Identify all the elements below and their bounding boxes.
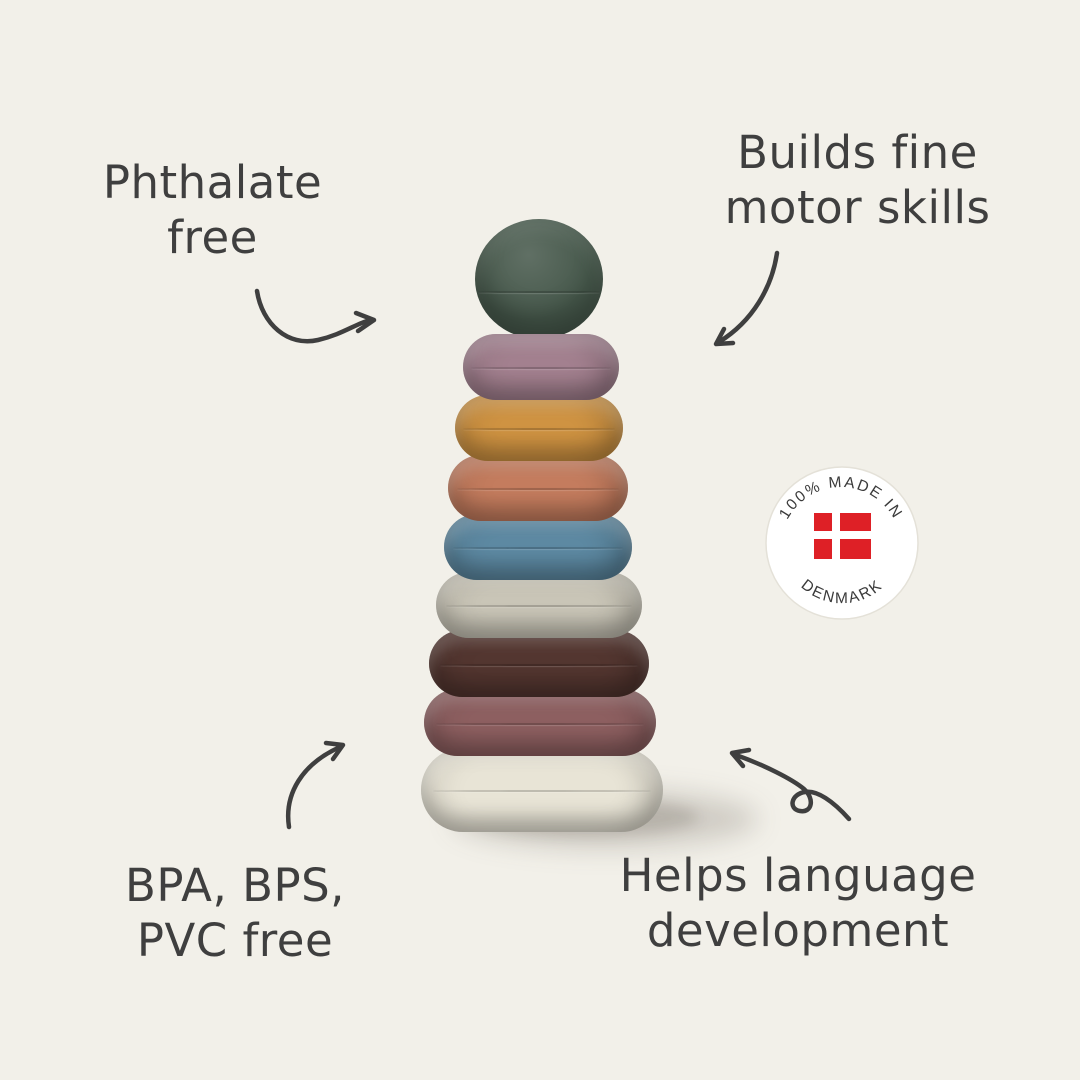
annotation-line: Phthalate (102, 156, 323, 209)
arrow-bottom-left-icon (285, 740, 346, 830)
seam-line (477, 291, 601, 293)
annotation-fine-motor-skills: Builds fine motor skills (690, 125, 1025, 235)
seam-line (440, 663, 638, 666)
annotation-line: Builds fine (737, 126, 978, 179)
ring-mauve (463, 334, 619, 400)
annotation-line: development (646, 904, 950, 957)
flag-red-block (814, 539, 832, 559)
ring-brown (429, 630, 649, 697)
arrow-top-right-icon (713, 250, 780, 347)
ring-terracotta (448, 455, 628, 521)
seam-line (470, 367, 612, 369)
annotation-line: PVC free (136, 914, 334, 967)
ring-blue (444, 514, 632, 580)
ball-green (475, 219, 603, 339)
arrow-top-left-icon (254, 288, 377, 344)
annotation-line: BPA, BPS, (125, 859, 345, 912)
seam-line (453, 547, 623, 549)
annotation-line: free (167, 211, 258, 264)
seam-line (435, 722, 645, 725)
ring-rose (424, 689, 656, 756)
seam-line (457, 488, 619, 490)
denmark-flag-icon (814, 513, 871, 559)
flag-red-block (814, 513, 832, 531)
ring-mustard (455, 395, 623, 461)
ring-cream (421, 748, 663, 832)
annotation-language-development: Helps language development (618, 848, 978, 958)
annotation-phthalate-free: Phthalate free (40, 155, 385, 265)
annotation-bpa-free: BPA, BPS, PVC free (60, 858, 410, 968)
annotation-line: motor skills (724, 181, 991, 234)
made-in-denmark-badge: 100% MADE IN DENMARK (762, 463, 922, 623)
arrow-bottom-right-loop-icon (729, 747, 852, 822)
annotation-line: Helps language (619, 849, 977, 902)
seam-line (463, 428, 615, 430)
seam-line (446, 605, 632, 607)
flag-red-block (840, 513, 871, 531)
ring-greige (436, 572, 642, 638)
flag-red-block (840, 539, 871, 559)
seam-line (433, 790, 651, 792)
